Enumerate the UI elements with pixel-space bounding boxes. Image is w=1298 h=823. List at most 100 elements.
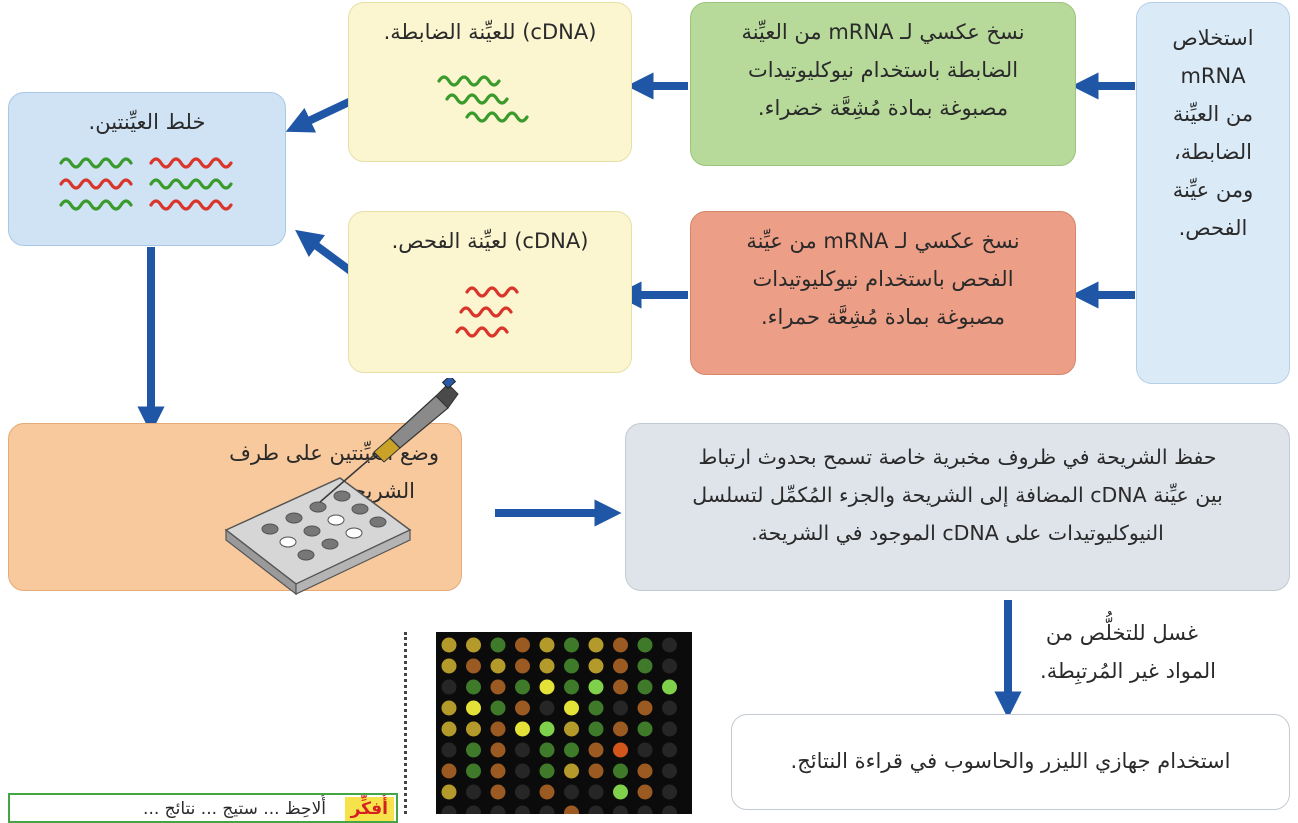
microarray-spot	[490, 679, 506, 695]
microarray-spot	[564, 658, 579, 674]
microarray-spot	[539, 721, 555, 737]
extraction-box: استخلاص mRNA من العيِّنة الضابطة، ومن عي…	[1136, 2, 1290, 384]
think-tag: أُفكِّر	[344, 797, 394, 821]
microarray-spot	[588, 679, 604, 695]
microarray-spot	[662, 637, 677, 653]
pipette-slide-illustration	[224, 378, 459, 596]
cdna-control-label: (cDNA) للعيِّنة الضابطة.	[383, 20, 597, 44]
microarray-spot	[613, 658, 628, 674]
microarray-spot	[441, 805, 457, 814]
microarray-spot	[515, 805, 530, 814]
microarray-spot	[441, 700, 457, 716]
microarray-spot	[490, 721, 506, 737]
microarray-spot	[466, 805, 481, 814]
microarray-spot	[564, 763, 579, 779]
microarray-spot	[466, 784, 481, 800]
microarray-spot	[637, 637, 653, 653]
hybridization-box: حفظ الشريحة في ظروف مخبرية خاصة تسمح بحد…	[625, 423, 1290, 591]
hybridize-line: حفظ الشريحة في ظروف مخبرية خاصة تسمح بحد…	[698, 445, 1217, 469]
microarray-spot	[564, 637, 579, 653]
microarray-spot	[539, 700, 555, 716]
think-text: أُلاحِظ ... ستيج ... نتائج ...	[143, 799, 326, 819]
microarray-spot	[441, 742, 457, 758]
rt-red-line: مصبوغة بمادة مُشِعَّة حمراء.	[760, 305, 1006, 329]
cdna-control-box: (cDNA) للعيِّنة الضابطة.	[348, 2, 632, 162]
microarray-spot	[613, 700, 628, 716]
microarray-spot	[637, 805, 653, 814]
microarray-spot	[539, 679, 555, 695]
think-box: أُفكِّر أُلاحِظ ... ستيج ... نتائج ...	[8, 793, 398, 823]
extraction-line: ومن عيِّنة	[1172, 178, 1254, 202]
microarray-spot	[490, 805, 506, 814]
microarray-spot	[588, 658, 604, 674]
extraction-line: استخلاص	[1172, 26, 1254, 50]
cdna-test-box: (cDNA) لعيِّنة الفحص.	[348, 211, 632, 373]
read-results-label: استخدام جهازي الليزر والحاسوب في قراءة ا…	[790, 749, 1231, 773]
microarray-spot	[466, 679, 481, 695]
rt-red-line: الفحص باستخدام نيوكليوتيدات	[752, 267, 1014, 291]
microarray-spot	[588, 700, 604, 716]
microarray-spot	[515, 658, 530, 674]
mixed-cdna-strands	[59, 157, 233, 211]
microarray-spot	[613, 763, 628, 779]
microarray-spot	[441, 658, 457, 674]
cdna-test-label: (cDNA) لعيِّنة الفحص.	[391, 229, 589, 253]
extraction-line: من العيِّنة	[1172, 102, 1254, 126]
microarray-spot	[539, 742, 555, 758]
microarray-spot	[637, 721, 653, 737]
read-results-box: استخدام جهازي الليزر والحاسوب في قراءة ا…	[731, 714, 1290, 810]
microarray-spot	[588, 637, 604, 653]
mix-label: خلط العيِّنتين.	[88, 110, 206, 134]
microarray-spot	[515, 721, 530, 737]
microarray-spot	[539, 763, 555, 779]
microarray-spot	[539, 637, 555, 653]
red-cdna-strands	[455, 286, 519, 338]
microarray-spot	[515, 700, 530, 716]
microarray-spot	[613, 721, 628, 737]
microarray-spot	[613, 784, 628, 800]
microarray-spot	[588, 763, 604, 779]
microarray-spot	[564, 679, 579, 695]
place-samples-box: وضع العيِّنتين على طرف الشريحة.	[8, 378, 462, 596]
microarray-spot	[466, 658, 481, 674]
mix-box: خلط العيِّنتين.	[8, 92, 286, 246]
rt-green-line: مصبوغة بمادة مُشِعَّة خضراء.	[757, 96, 1009, 120]
microarray-spot	[515, 742, 530, 758]
microarray-spot	[637, 700, 653, 716]
microarray-spot	[441, 721, 457, 737]
hybridize-line: النيوكليوتيدات على cDNA الموجود في الشري…	[751, 521, 1164, 545]
microarray-spot	[490, 784, 506, 800]
microarray-spot	[637, 784, 653, 800]
microarray-spot	[515, 763, 530, 779]
reverse-transcription-green-box: نسخ عكسي لـ mRNA من العيِّنة الضابطة باس…	[690, 2, 1076, 166]
microarray-spot	[662, 805, 677, 814]
microarray-spot	[441, 637, 457, 653]
microarray-spot	[662, 658, 677, 674]
microarray-spot	[564, 784, 579, 800]
microarray-spot	[466, 700, 481, 716]
microarray-spot	[564, 805, 579, 814]
microarray-spot	[662, 763, 677, 779]
extraction-line: الضابطة،	[1174, 140, 1252, 164]
microarray-spot	[515, 637, 530, 653]
microarray-spot	[515, 784, 530, 800]
microarray-spot	[662, 700, 677, 716]
microarray-spot	[662, 742, 677, 758]
microarray-spot	[564, 700, 579, 716]
microarray-spot	[662, 784, 677, 800]
microarray-spot	[662, 679, 677, 695]
rt-red-line: نسخ عكسي لـ mRNA من عيِّنة	[746, 229, 1020, 253]
microarray-spot	[539, 658, 555, 674]
dotted-divider	[404, 632, 407, 814]
microarray-spot	[466, 763, 481, 779]
microarray-spot	[564, 721, 579, 737]
microarray-spot	[613, 805, 628, 814]
microarray-spot	[613, 742, 628, 758]
microarray-spot	[588, 805, 604, 814]
reverse-transcription-red-box: نسخ عكسي لـ mRNA من عيِّنة الفحص باستخدا…	[690, 211, 1076, 375]
wash-line: المواد غير المُرتبِطة.	[1040, 659, 1216, 683]
microarray-spot	[637, 742, 653, 758]
microarray-spot	[637, 658, 653, 674]
microarray-spot	[490, 763, 506, 779]
microarray-spot	[466, 721, 481, 737]
